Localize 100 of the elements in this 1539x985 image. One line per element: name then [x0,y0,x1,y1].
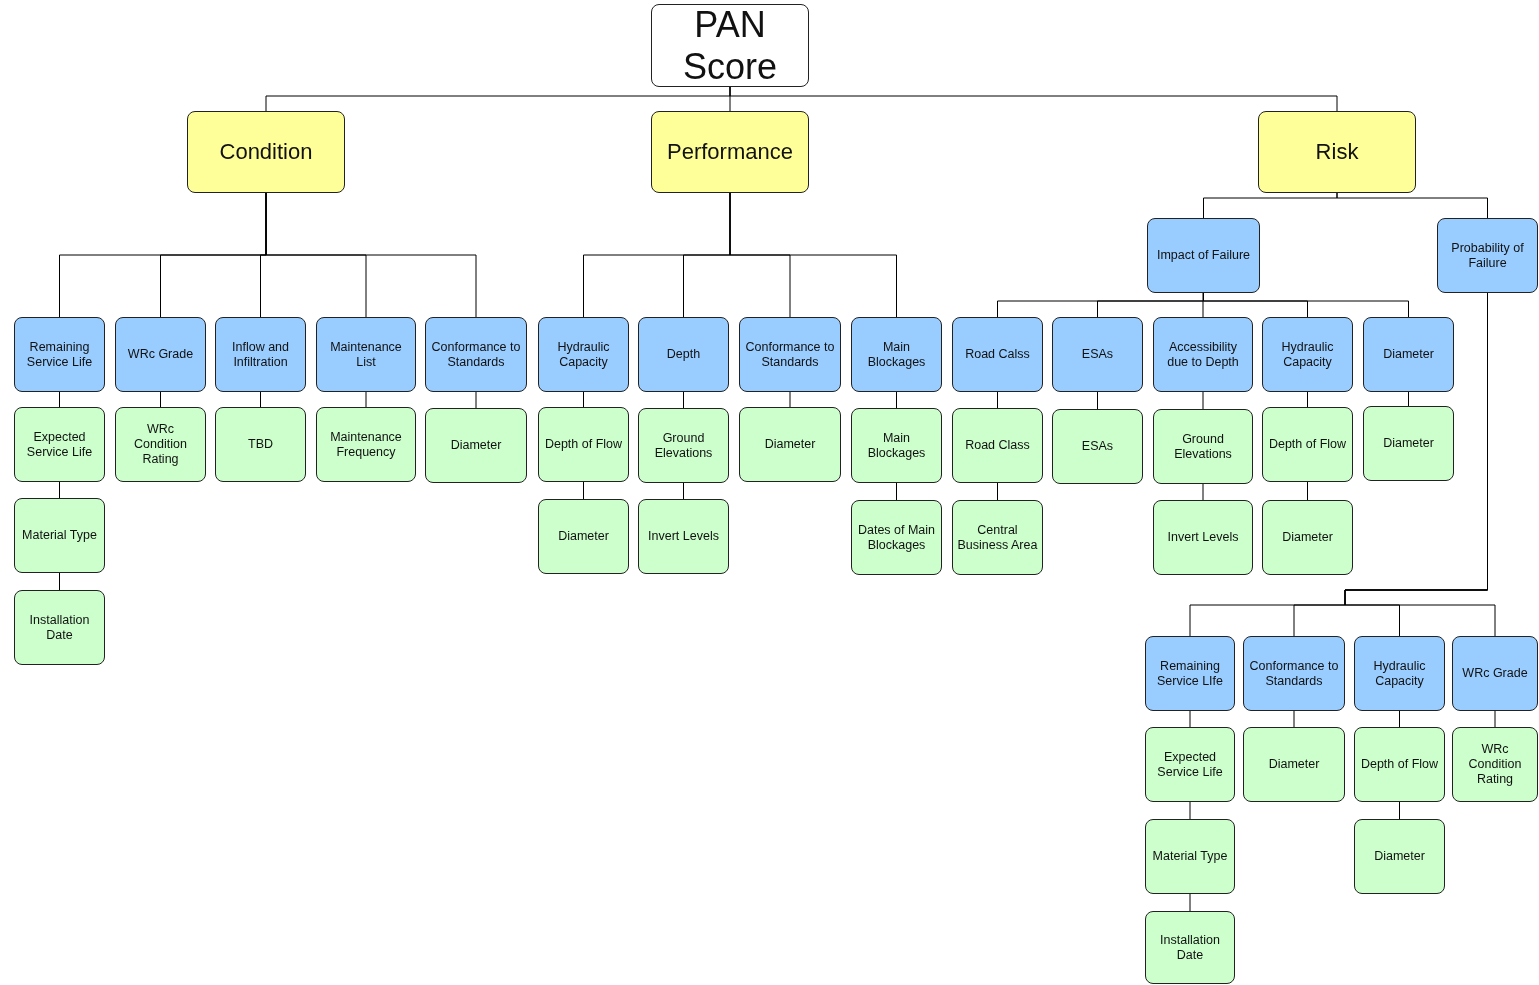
node-label: Conformance to Standards [1248,658,1340,689]
node-label: Expected Service Life [25,429,94,460]
criterion-box [1153,317,1253,392]
data-box [1153,409,1253,484]
data-box [1262,500,1353,575]
criterion-box [1363,317,1454,392]
data-box [538,499,629,574]
data-box [1243,727,1345,802]
node-label: Dates of Main Blockages [856,522,937,553]
connector-line [1097,391,1098,410]
connector-line [997,482,998,501]
connector-line [729,192,897,318]
data-box [1052,409,1143,484]
node-label: Central Business Area [956,522,1039,553]
node-label: Performance [667,139,793,165]
connector-line [583,481,584,500]
criterion-box [1437,218,1538,293]
criterion-box [316,317,416,392]
criterion-box [425,317,527,392]
connector-line [1399,710,1400,728]
node-label: Installation Date [28,612,91,643]
data-box [1452,727,1538,802]
node-label: Maintenance Frequency [329,429,403,460]
node-label: Probability of Failure [1450,240,1525,271]
criterion-box [638,317,729,392]
node-label: Hydraulic Capacity [556,339,611,370]
node-label: ESAs [1081,439,1114,454]
connector-line [1307,391,1308,408]
node-label: Installation Date [1159,932,1221,963]
connector-line [789,391,791,408]
connector-line [1293,710,1295,728]
connector-line [1202,292,1204,318]
node-label: Conformance to Standards [430,339,522,370]
node-label: Remaining Service LIfe [1156,658,1224,689]
criterion-box [215,317,306,392]
connector-line [896,482,897,501]
node-label: Material Type [1152,849,1228,864]
node-label: Depth [666,347,701,362]
node-label: Material Type [22,528,97,543]
data-box [952,500,1043,575]
connector-line [59,572,60,591]
connector-line [160,391,161,408]
connector-line [729,86,1338,112]
data-box [1354,819,1445,894]
data-box [14,407,105,482]
title-box [651,4,809,87]
data-box [14,498,105,573]
connector-line [1202,483,1204,501]
connector-line [583,391,584,408]
node-label: WRc Condition Rating [1467,742,1523,787]
criterion-box [115,317,206,392]
criterion-box [1452,636,1538,711]
node-label: TBD [248,437,273,452]
data-box [1153,500,1253,575]
node-label: Main Blockages [866,339,927,370]
node-label: Depth of Flow [544,437,623,452]
node-label: Diameter [1374,849,1425,864]
node-label: Risk [1315,139,1359,165]
criterion-box [739,317,841,392]
node-label: Diameter [1383,347,1434,362]
data-box [851,500,942,575]
node-label: Hydraulic Capacity [1372,658,1427,689]
node-label: Road Calss [965,347,1030,362]
node-label: Accessibility due to Depth [1166,339,1240,370]
connector-line [1189,893,1191,912]
data-box [1262,407,1353,482]
connector-line [475,391,477,409]
node-label: Hydraulic Capacity [1280,339,1335,370]
connector-line [1399,801,1400,820]
data-box [425,408,527,483]
criterion-box [538,317,629,392]
connector-line [59,481,60,499]
connector-line [1307,481,1308,501]
node-label: Ground Elevations [653,430,714,461]
node-label: Depth of Flow [1360,757,1439,772]
criterion-box [952,317,1043,392]
node-label: WRc Grade [127,347,194,362]
connector-line [1189,710,1191,728]
node-label: Invert Levels [648,529,719,544]
node-label: Road Class [965,438,1030,453]
category-box [1258,111,1416,193]
criterion-box [851,317,942,392]
node-label: Inflow and Infiltration [231,339,290,370]
data-box [1145,911,1235,984]
node-label: Condition [219,139,313,165]
criterion-box [1052,317,1143,392]
node-label: Diameter [1383,436,1434,451]
criterion-box [1354,636,1445,711]
node-label: Maintenance List [329,339,403,370]
data-box [739,407,841,482]
data-box [638,408,729,483]
node-label: PAN Score [681,3,778,88]
connector-line [997,391,998,409]
node-label: Impact of Failure [1156,248,1251,263]
criterion-box [14,317,105,392]
connector-line [1189,801,1191,820]
data-box [1363,406,1454,481]
criterion-box [1262,317,1353,392]
connector-line [683,482,684,500]
criterion-box [1243,636,1345,711]
